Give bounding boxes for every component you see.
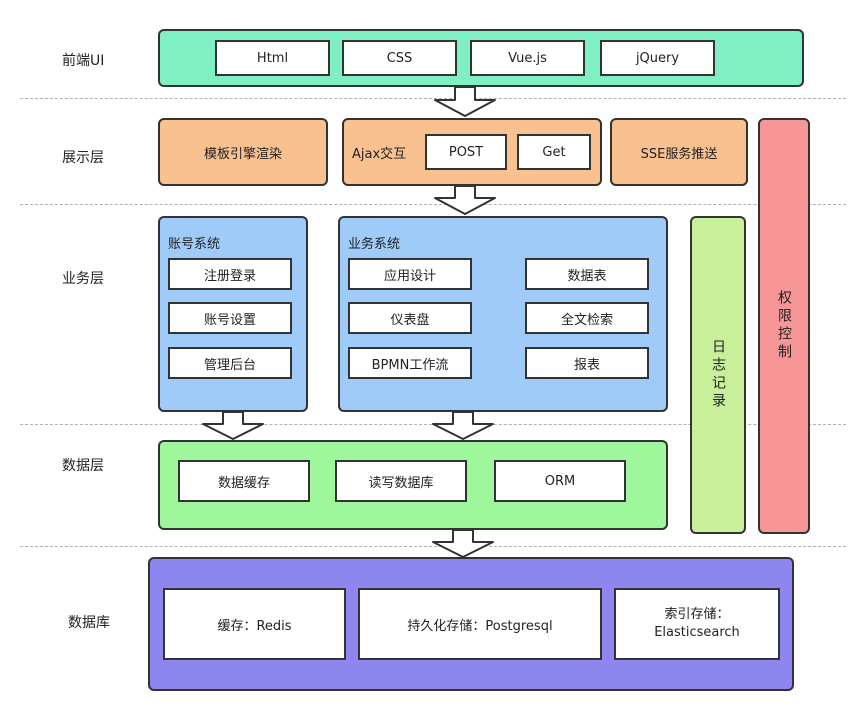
account-item-register-login: 注册登录 <box>168 258 292 290</box>
permission-panel: 权限控制 <box>758 118 810 534</box>
business-item-bpmn: BPMN工作流 <box>348 347 472 379</box>
layer-label-business: 业务层 <box>62 271 104 287</box>
business-item-app-design: 应用设计 <box>348 258 472 290</box>
layer-label-display: 展示层 <box>62 150 104 166</box>
template-engine-panel: 模板引擎渲染 <box>158 118 328 186</box>
data-item-cache: 数据缓存 <box>178 460 310 502</box>
account-item-settings: 账号设置 <box>168 302 292 334</box>
db-cache-redis: 缓存：Redis <box>163 588 346 660</box>
layer-label-data: 数据层 <box>62 458 104 474</box>
arrow-down-icon <box>434 185 496 215</box>
frontend-item-html: Html <box>215 40 330 76</box>
business-item-fulltext-search: 全文检索 <box>525 302 649 334</box>
db-index-line1: 索引存储： <box>664 607 730 622</box>
business-item-datatable: 数据表 <box>525 258 649 290</box>
separator <box>20 98 846 99</box>
arrow-down-icon <box>432 411 494 440</box>
ajax-label: Ajax交互 <box>352 147 407 162</box>
business-item-dashboard: 仪表盘 <box>348 302 472 334</box>
arrow-down-icon <box>432 529 494 558</box>
db-index-elasticsearch: 索引存储： Elasticsearch <box>614 588 780 660</box>
layer-label-frontend: 前端UI <box>62 53 105 69</box>
arrow-down-icon <box>202 411 264 440</box>
permission-label: 权限控制 <box>776 290 792 362</box>
db-index-line2: Elasticsearch <box>654 625 740 640</box>
business-system-title: 业务系统 <box>348 237 401 252</box>
log-panel: 日志记录 <box>690 216 746 534</box>
arrow-down-icon <box>434 86 496 117</box>
layer-label-database: 数据库 <box>68 615 110 631</box>
db-persist-postgresql: 持久化存储：Postgresql <box>358 588 602 660</box>
separator <box>20 204 846 205</box>
frontend-item-vuejs: Vue.js <box>470 40 585 76</box>
data-item-rw-db: 读写数据库 <box>335 460 467 502</box>
sse-panel: SSE服务推送 <box>610 118 748 186</box>
business-item-report: 报表 <box>525 347 649 379</box>
log-label: 日志记录 <box>710 339 726 411</box>
account-system-title: 账号系统 <box>168 237 221 252</box>
frontend-item-jquery: jQuery <box>600 40 715 76</box>
data-item-orm: ORM <box>494 460 626 502</box>
account-item-admin: 管理后台 <box>168 347 292 379</box>
separator <box>20 546 846 547</box>
frontend-item-css: CSS <box>342 40 457 76</box>
ajax-get-box: Get <box>517 134 591 170</box>
ajax-post-box: POST <box>425 134 507 170</box>
